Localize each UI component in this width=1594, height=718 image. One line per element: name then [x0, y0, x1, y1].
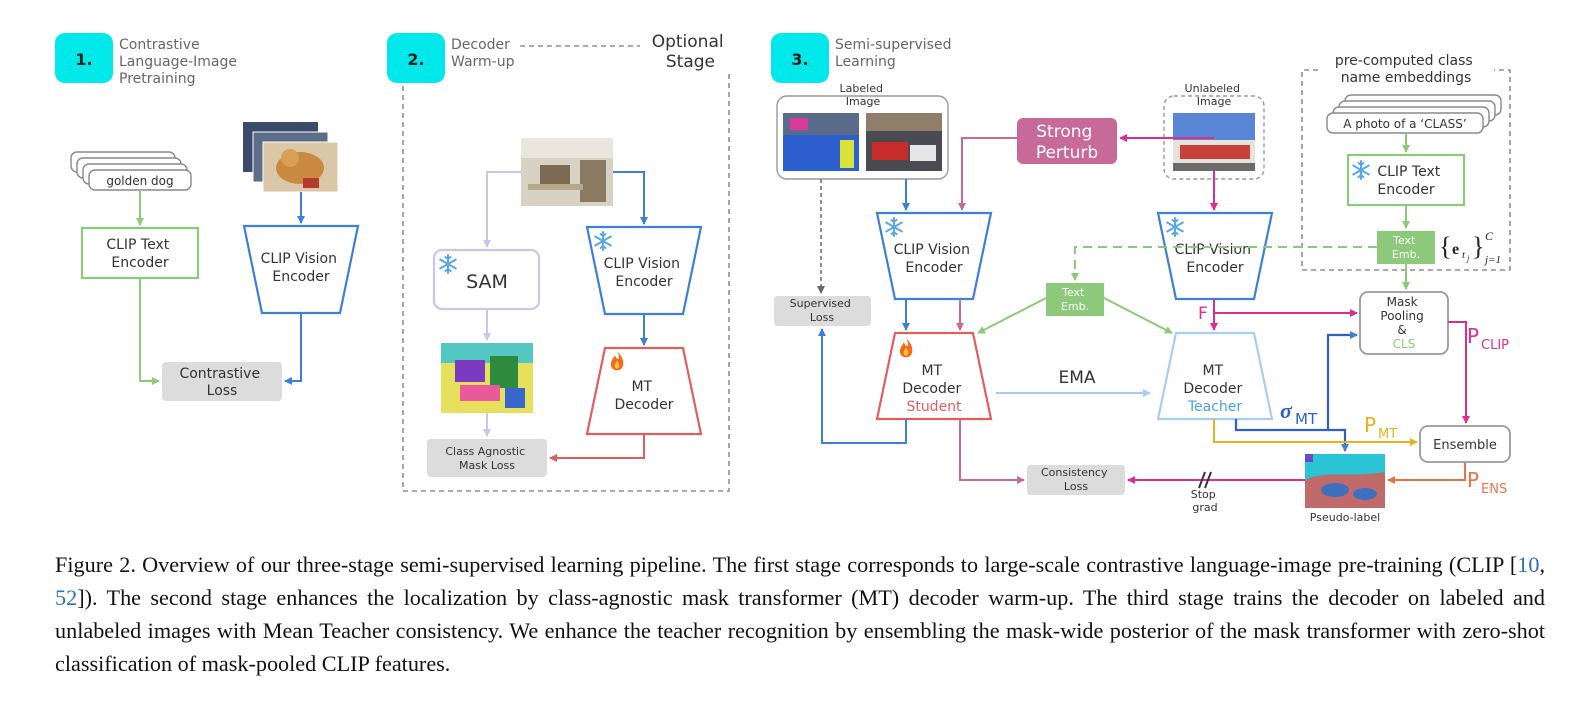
stop-grad-label: Stop grad — [1191, 488, 1220, 514]
dog-image-stack — [243, 122, 339, 193]
svg-text:ENS: ENS — [1481, 482, 1507, 497]
citation-link[interactable]: 10 — [1517, 552, 1540, 577]
text-input-stack: golden dog — [70, 151, 192, 191]
text-emb-precomputed — [1377, 231, 1435, 264]
svg-text:Strong Perturb: Strong Perturb — [1036, 122, 1098, 163]
svg-text:j: j — [1466, 254, 1470, 263]
labeled-image-mask — [783, 113, 859, 171]
supervised-loss — [774, 296, 871, 326]
svg-text:Contrastive Loss: Contrastive Loss — [179, 366, 264, 399]
office-image — [521, 138, 613, 206]
svg-text:MT Decoder Teacher: MT Decoder Teacher — [1183, 363, 1246, 415]
svg-text:MT Decoder Student: MT Decoder Student — [902, 363, 965, 415]
sam-label: SAM — [466, 271, 508, 293]
clip-vision-encoder-1 — [242, 224, 360, 315]
text-emb-middle — [1046, 283, 1104, 316]
stage-3-title: Semi-supervised Learning — [835, 37, 956, 70]
p-ens-label: P ENS — [1467, 468, 1507, 497]
f-label: F — [1198, 304, 1208, 324]
svg-text:Text Emb.: Text Emb. — [1392, 234, 1420, 261]
labeled-image-photo — [866, 113, 942, 171]
svg-text:Class Agnostic Mask Loss: Class Agnostic Mask Loss — [445, 445, 528, 472]
svg-text:C: C — [1485, 229, 1494, 243]
svg-text:t: t — [1462, 249, 1466, 261]
svg-text:CLIP Vision Encoder: CLIP Vision Encoder — [894, 242, 975, 276]
class-agnostic-mask-loss — [427, 439, 547, 477]
prompt-stack: A photo of a ‘CLASS’ — [1326, 94, 1502, 134]
svg-text:CLIP Vision Encoder: CLIP Vision Encoder — [261, 251, 342, 285]
clip-text-encoder-3 — [1346, 153, 1466, 207]
svg-text:Unlabeled Image: Unlabeled Image — [1185, 82, 1244, 108]
stage-2: 2. Decoder Warm-up Optional Stage SAM CL… — [387, 32, 730, 492]
p-clip-label: P CLIP — [1467, 324, 1509, 353]
stage-1-title: Contrastive Language-Image Pretraining — [119, 37, 241, 87]
segmentation-mask-image — [441, 343, 533, 413]
pseudo-label-caption: Pseudo-label — [1310, 511, 1380, 524]
mt-decoder-teacher — [1156, 331, 1274, 421]
stage-2-number: 2. — [407, 50, 424, 69]
stage-3: 3. Semi-supervised Learning Labeled Imag… — [771, 33, 1511, 524]
prompt-text: A photo of a ‘CLASS’ — [1343, 117, 1466, 131]
stage-1: 1. Contrastive Language-Image Pretrainin… — [55, 33, 360, 401]
svg-text:Labeled Image: Labeled Image — [840, 82, 887, 108]
svg-text:CLIP Text Encoder: CLIP Text Encoder — [1377, 164, 1444, 198]
svg-text:Mask Pooling &: Mask Pooling & CLS — [1380, 295, 1427, 351]
stage-2-title: Decoder Warm-up — [451, 37, 515, 70]
svg-text:e: e — [1452, 241, 1459, 258]
svg-text:P: P — [1467, 324, 1479, 348]
clip-vision-encoder-teacher — [1156, 211, 1274, 301]
svg-text:Text Emb.: Text Emb. — [1061, 286, 1089, 313]
precomputed-label: pre-computed class name embeddings — [1335, 53, 1477, 86]
svg-text:CLIP: CLIP — [1481, 338, 1509, 353]
ema-label: EMA — [1058, 368, 1095, 388]
svg-text:}: } — [1472, 232, 1484, 261]
clip-text-encoder-1 — [80, 226, 200, 280]
consistency-loss — [1027, 465, 1125, 495]
sigma-mt-label: σ MT — [1280, 398, 1318, 428]
stage-1-number: 1. — [75, 50, 92, 69]
clip-vision-encoder-student — [875, 211, 993, 301]
clip-vision-encoder-2 — [585, 225, 703, 316]
optional-stage-border — [402, 45, 730, 492]
stage-3-number: 3. — [791, 50, 808, 69]
figure-caption: Figure 2. Overview of our three-stage se… — [55, 552, 1545, 676]
stage-1-badge — [55, 33, 113, 83]
text-input-label: golden dog — [106, 174, 173, 188]
svg-text:CLIP Vision Encoder: CLIP Vision Encoder — [604, 256, 685, 290]
svg-text:MT: MT — [1378, 427, 1397, 442]
p-mt-label: P MT — [1364, 413, 1397, 442]
stage-3-badge — [771, 33, 829, 83]
svg-text:P: P — [1467, 468, 1479, 492]
svg-text:Consistency Loss: Consistency Loss — [1041, 466, 1111, 493]
stage-2-badge — [387, 33, 445, 83]
strong-perturb — [1017, 118, 1117, 164]
svg-text:j=1: j=1 — [1483, 254, 1501, 266]
svg-text:{: { — [1439, 232, 1451, 261]
contrastive-loss — [162, 362, 282, 401]
svg-text:P: P — [1364, 413, 1376, 437]
optional-stage-label: Optional Stage — [652, 32, 729, 72]
svg-text:MT Decoder: MT Decoder — [615, 379, 674, 413]
svg-text:σ: σ — [1280, 398, 1293, 423]
ensemble-label: Ensemble — [1433, 438, 1497, 453]
pseudo-label-image — [1305, 454, 1385, 508]
pipeline-diagram: 1. Contrastive Language-Image Pretrainin… — [55, 32, 1511, 524]
svg-text:CLIP Text Encoder: CLIP Text Encoder — [106, 237, 173, 271]
embedding-set: { e t j } C j=1 — [1439, 229, 1501, 266]
svg-text:Supervised Loss: Supervised Loss — [790, 297, 855, 324]
citation-link[interactable]: 52 — [55, 585, 78, 610]
unlabeled-image-photo — [1173, 113, 1255, 171]
svg-text:MT: MT — [1295, 410, 1318, 428]
